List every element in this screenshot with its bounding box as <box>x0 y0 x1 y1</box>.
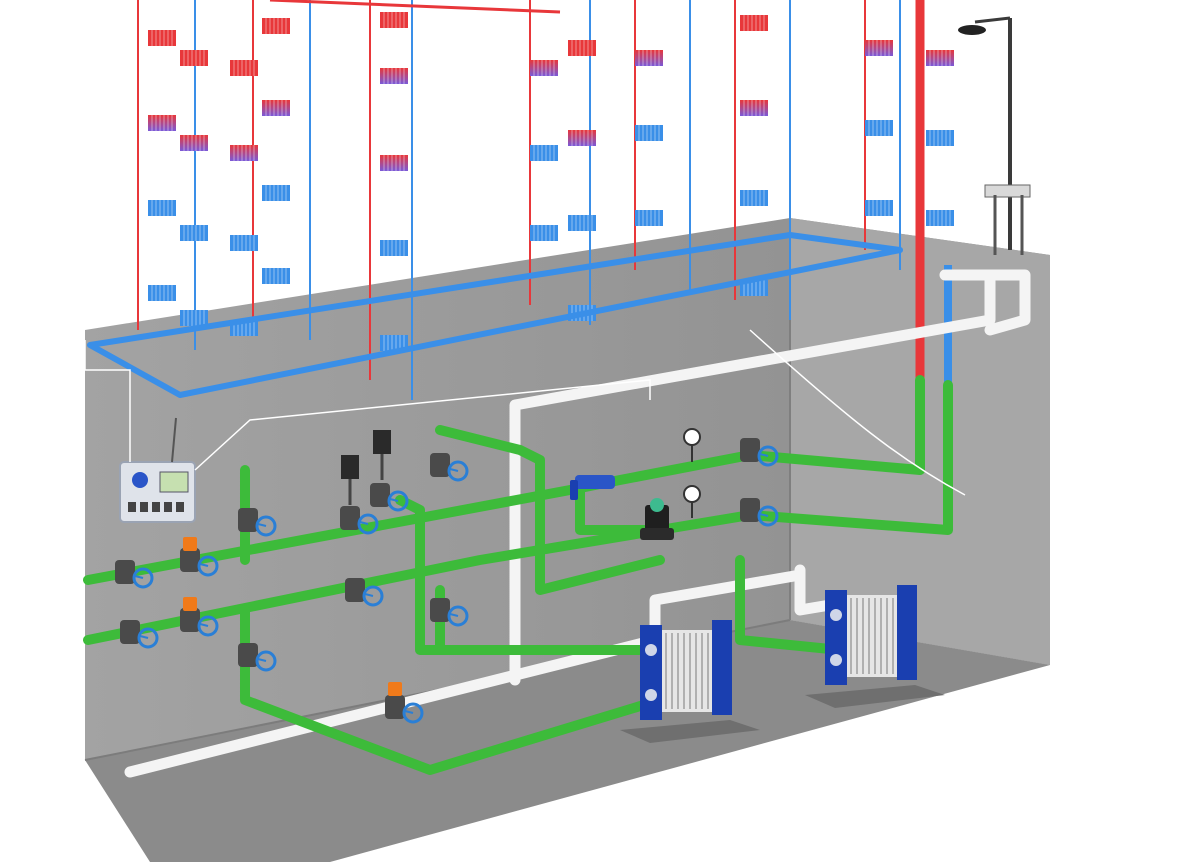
radiator-icon <box>568 40 596 56</box>
gate-valve-icon <box>180 608 219 637</box>
radiator-icon <box>180 225 208 241</box>
riser-group <box>529 0 596 325</box>
actuator-icon <box>388 682 402 696</box>
gate-valve-icon <box>740 498 779 527</box>
radiator-icon <box>740 100 768 116</box>
radiator-icon <box>740 190 768 206</box>
riser-group <box>137 0 208 350</box>
radiator-icon <box>148 115 176 131</box>
radiator-icon <box>865 120 893 136</box>
green-pipes <box>83 375 953 775</box>
top-supply-header <box>269 0 561 14</box>
radiator-icon <box>230 235 258 251</box>
floor <box>85 620 1050 862</box>
circulation-pump-icon <box>640 498 674 540</box>
radiator-icon <box>380 155 408 171</box>
actuator-icon <box>183 537 197 551</box>
riser-group <box>634 0 691 290</box>
riser-group <box>734 0 791 320</box>
radiator-icon <box>530 145 558 161</box>
riser-group <box>369 0 413 400</box>
shower-icon <box>958 16 1031 255</box>
radiator-icon <box>148 200 176 216</box>
gate-valve-icon <box>180 548 219 577</box>
radiator-icon <box>568 130 596 146</box>
radiator-icon <box>262 18 290 34</box>
plate-heat-exchanger-icon <box>620 620 760 743</box>
radiator-icon <box>380 335 408 351</box>
radiator-icon <box>926 50 954 66</box>
radiator-risers <box>137 0 954 400</box>
inline-filter-icon <box>570 475 615 500</box>
gate-valve-icon <box>345 578 384 607</box>
radiator-icon <box>926 210 954 226</box>
radiator-icon <box>148 30 176 46</box>
plate-heat-exchangers <box>620 585 945 743</box>
radiator-icon <box>530 60 558 76</box>
motorized-valve-icon <box>373 430 391 480</box>
radiator-icon <box>380 240 408 256</box>
gate-valve-icon <box>430 598 469 627</box>
radiator-icon <box>635 125 663 141</box>
return-loop <box>87 232 903 398</box>
radiator-icon <box>380 12 408 28</box>
riser-group <box>864 0 954 270</box>
gate-valve-icon <box>385 695 424 724</box>
gate-valve-icon <box>120 620 159 649</box>
radiator-icon <box>230 145 258 161</box>
radiator-icon <box>530 225 558 241</box>
radiator-icon <box>148 285 176 301</box>
heating-controller-icon <box>119 417 196 523</box>
valves <box>115 430 779 724</box>
gate-valve-icon <box>340 506 379 535</box>
motorized-valve-icon <box>341 455 359 505</box>
gate-valve-icon <box>740 438 779 467</box>
radiator-icon <box>262 185 290 201</box>
radiator-icon <box>865 200 893 216</box>
radiator-icon <box>635 50 663 66</box>
radiator-icon <box>180 310 208 326</box>
gate-valve-icon <box>370 483 409 512</box>
actuator-icon <box>183 597 197 611</box>
radiator-icon <box>180 50 208 66</box>
gate-valve-icon <box>238 643 277 672</box>
radiator-icon <box>865 40 893 56</box>
radiator-icon <box>635 210 663 226</box>
riser-group <box>230 0 311 340</box>
gate-valve-icon <box>115 560 154 589</box>
radiator-icon <box>568 215 596 231</box>
gate-valve-icon <box>238 508 277 537</box>
radiator-icon <box>230 60 258 76</box>
pressure-gauge-icon <box>683 428 701 518</box>
gate-valve-icon <box>430 453 469 482</box>
radiator-icon <box>380 68 408 84</box>
radiator-icon <box>180 135 208 151</box>
radiator-icon <box>740 15 768 31</box>
radiator-icon <box>262 268 290 284</box>
control-wiring <box>84 329 966 496</box>
radiator-icon <box>262 100 290 116</box>
radiator-icon <box>926 130 954 146</box>
plate-heat-exchanger-icon <box>805 585 945 708</box>
